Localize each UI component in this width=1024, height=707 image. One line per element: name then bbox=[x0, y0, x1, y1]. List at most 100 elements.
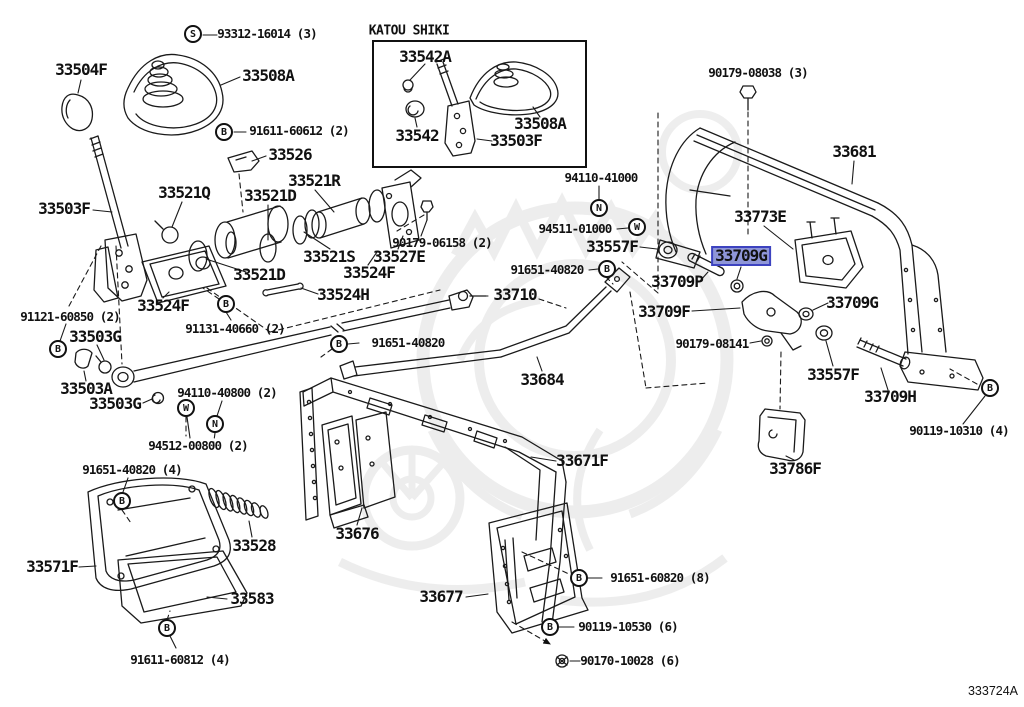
part-label-33528[interactable]: 33528 bbox=[232, 536, 276, 555]
b-fastener-badge: B bbox=[598, 260, 616, 278]
part-label-33583[interactable]: 33583 bbox=[230, 589, 274, 608]
fastener-label-90119-10530[interactable]: 90119-10530 (6) bbox=[578, 618, 678, 634]
fastener-label-94110-41000[interactable]: 94110-41000 bbox=[564, 169, 639, 185]
fastener-label-90179-08038[interactable]: 90179-08038 (3) bbox=[708, 64, 808, 80]
part-label-33676[interactable]: 33676 bbox=[335, 524, 379, 543]
fastener-label-91121-60850[interactable]: 91121-60850 (2) bbox=[20, 308, 120, 324]
part-label-33521d-low[interactable]: 33521D bbox=[233, 265, 286, 284]
w-fastener-badge: W bbox=[177, 399, 195, 417]
dashed-reference-lines bbox=[68, 111, 978, 645]
part-label-33508a-main[interactable]: 33508A bbox=[242, 66, 295, 85]
part-label-33521r[interactable]: 33521R bbox=[288, 171, 341, 190]
fastener-label-91651-40820-4[interactable]: 91651-40820 (4) bbox=[82, 461, 182, 477]
b-fastener-badge: B bbox=[330, 335, 348, 353]
inset-part-label-33508a[interactable]: 33508A bbox=[514, 114, 567, 133]
part-label-33709g-selected[interactable]: 33709G bbox=[713, 246, 769, 265]
fastener-label-91651-60820[interactable]: 91651-60820 (8) bbox=[610, 569, 710, 585]
part-label-33786f[interactable]: 33786F bbox=[769, 459, 822, 478]
part-label-33677[interactable]: 33677 bbox=[419, 587, 463, 606]
fastener-label-90179-08141[interactable]: 90179-08141 bbox=[675, 335, 750, 351]
frame-arch-drawing bbox=[299, 377, 567, 625]
b-fastener-badge: B bbox=[981, 379, 999, 397]
b-fastener-badge: B bbox=[541, 618, 559, 636]
rail-hanger-leg-drawing bbox=[655, 127, 736, 269]
part-label-33681[interactable]: 33681 bbox=[832, 142, 876, 161]
fastener-label-90119-10310[interactable]: 90119-10310 (4) bbox=[909, 422, 1009, 438]
part-label-33524f-right[interactable]: 33524F bbox=[343, 263, 396, 282]
part-label-33521s[interactable]: 33521S bbox=[303, 247, 356, 266]
part-label-33503a[interactable]: 33503A bbox=[60, 379, 113, 398]
part-label-33710[interactable]: 33710 bbox=[493, 285, 537, 304]
bolt-icon-90179-06158 bbox=[420, 200, 434, 221]
bolt-icon-90179-08038 bbox=[739, 85, 757, 111]
part-label-33684[interactable]: 33684 bbox=[520, 370, 564, 389]
b-fastener-badge: B bbox=[215, 123, 233, 141]
nut-icon-90170-10028 bbox=[555, 654, 569, 668]
part-label-33709h[interactable]: 33709H bbox=[864, 387, 917, 406]
fastener-label-91651-40820-mid[interactable]: 91651-40820 bbox=[371, 334, 446, 350]
fastener-label-90170-10028[interactable]: 90170-10028 (6) bbox=[580, 652, 680, 668]
clamp-33786f-drawing bbox=[757, 408, 806, 462]
selecting-rod-end-parts-drawing bbox=[74, 289, 487, 405]
watermark-crest bbox=[338, 110, 742, 607]
part-label-33503g-low[interactable]: 33503G bbox=[89, 394, 142, 413]
part-label-33526[interactable]: 33526 bbox=[268, 145, 312, 164]
part-label-33773e[interactable]: 33773E bbox=[734, 207, 787, 226]
fastener-label-91611-60612[interactable]: 91611-60612 (2) bbox=[249, 122, 349, 138]
part-label-33557f-left[interactable]: 33557F bbox=[586, 237, 639, 256]
bracket-33773e-drawing bbox=[794, 217, 864, 289]
fastener-label-94110-40800[interactable]: 94110-40800 (2) bbox=[177, 384, 277, 400]
fastener-label-90179-06158[interactable]: 90179-06158 (2) bbox=[392, 234, 492, 250]
inset-part-label-33542[interactable]: 33542 bbox=[395, 126, 439, 145]
w-fastener-badge: W bbox=[628, 218, 646, 236]
fastener-label-94511-01000[interactable]: 94511-01000 bbox=[538, 220, 613, 236]
shift-lever-drawing bbox=[89, 135, 148, 303]
b-fastener-badge: B bbox=[570, 569, 588, 587]
shift-knob-drawing bbox=[61, 93, 94, 132]
fastener-label-91651-40820-up[interactable]: 91651-40820 bbox=[510, 261, 585, 277]
part-label-33503f-main[interactable]: 33503F bbox=[38, 199, 91, 218]
shift-housing-cluster-drawing bbox=[141, 169, 422, 304]
part-label-33709f[interactable]: 33709F bbox=[638, 302, 691, 321]
page-code: 333724A bbox=[967, 683, 1019, 698]
part-label-33709g-right[interactable]: 33709G bbox=[826, 293, 879, 312]
b-fastener-badge: B bbox=[113, 492, 131, 510]
n-fastener-badge: N bbox=[206, 415, 224, 433]
part-label-33524h[interactable]: 33524H bbox=[317, 285, 370, 304]
fastener-label-94512-00800[interactable]: 94512-00800 (2) bbox=[148, 437, 248, 453]
inset-part-label-33503f[interactable]: 33503F bbox=[490, 131, 543, 150]
s-fastener-badge: S bbox=[184, 25, 202, 43]
clip-bracket-33526-drawing bbox=[227, 150, 260, 173]
part-label-33521d-top[interactable]: 33521D bbox=[244, 186, 297, 205]
b-fastener-badge: B bbox=[217, 295, 235, 313]
part-label-33503g-up[interactable]: 33503G bbox=[69, 327, 122, 346]
shift-rod-33684-drawing bbox=[339, 267, 631, 380]
part-label-33527e[interactable]: 33527E bbox=[373, 247, 426, 266]
bellows-33528-drawing bbox=[208, 487, 269, 519]
fastener-label-91611-60812[interactable]: 91611-60812 (4) bbox=[130, 651, 230, 667]
frame-plate-33677-drawing bbox=[488, 502, 589, 634]
b-fastener-badge: B bbox=[158, 619, 176, 637]
part-label-33504f[interactable]: 33504F bbox=[55, 60, 108, 79]
fastener-label-93312-16014[interactable]: 93312-16014 (3) bbox=[217, 25, 317, 41]
n-fastener-badge: N bbox=[590, 199, 608, 217]
part-label-33524f-left[interactable]: 33524F bbox=[137, 296, 190, 315]
part-label-33709p[interactable]: 33709P bbox=[651, 272, 704, 291]
bolt-33709h-drawing bbox=[856, 337, 911, 370]
part-label-33557f-right[interactable]: 33557F bbox=[807, 365, 860, 384]
inset-part-label-33542a[interactable]: 33542A bbox=[399, 47, 452, 66]
part-label-33521q[interactable]: 33521Q bbox=[158, 183, 211, 202]
base-plate-33583-drawing bbox=[117, 550, 248, 624]
base-plate-33571f-drawing bbox=[87, 477, 231, 592]
leader-lines bbox=[59, 34, 986, 662]
frame-rail-33681-drawing bbox=[693, 127, 984, 391]
fastener-label-91131-40660[interactable]: 91131-40660 (2) bbox=[185, 320, 285, 336]
link-cluster-33709-drawing bbox=[687, 252, 833, 351]
part-label-33671f[interactable]: 33671F bbox=[556, 451, 609, 470]
inset-drawing-katou-shiki bbox=[402, 58, 559, 157]
shift-boot-drawing bbox=[123, 53, 224, 136]
part-label-33571f[interactable]: 33571F bbox=[26, 557, 79, 576]
